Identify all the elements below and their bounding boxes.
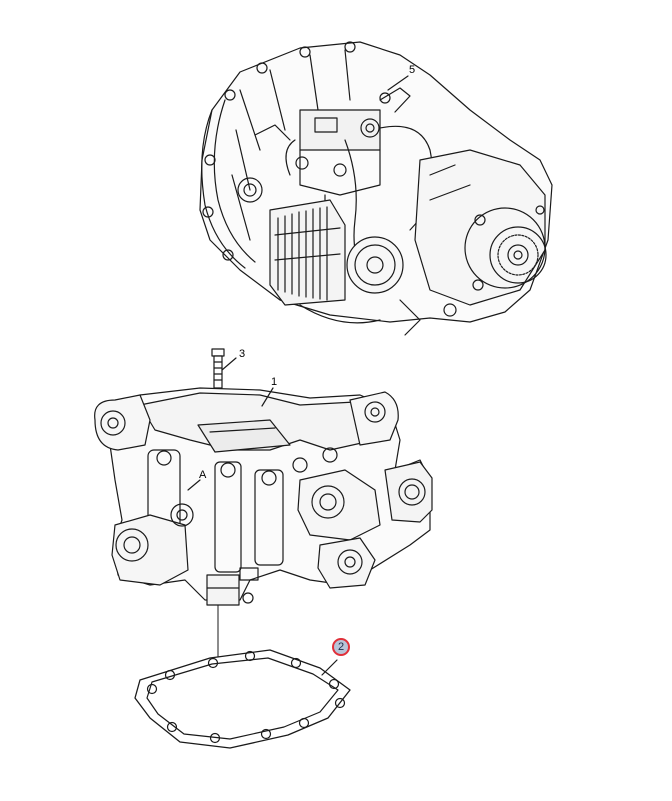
transmission-assembly-illustration [199,41,553,336]
callout-1-leader [261,387,274,407]
callout-A-label: A [199,469,207,481]
callout-5-label: 5 [409,64,416,76]
callout-1-label: 1 [271,376,278,388]
gasket-illustration [134,649,351,749]
callout-3-leader [221,357,237,371]
bolt-illustration [211,348,237,389]
valve-block-illustration [94,387,433,606]
callout-2-label-highlighted[interactable]: 2 [332,638,350,656]
callout-2-leader [321,659,338,676]
callout-5-leader [387,75,409,91]
callout-3-label: 3 [239,348,246,360]
